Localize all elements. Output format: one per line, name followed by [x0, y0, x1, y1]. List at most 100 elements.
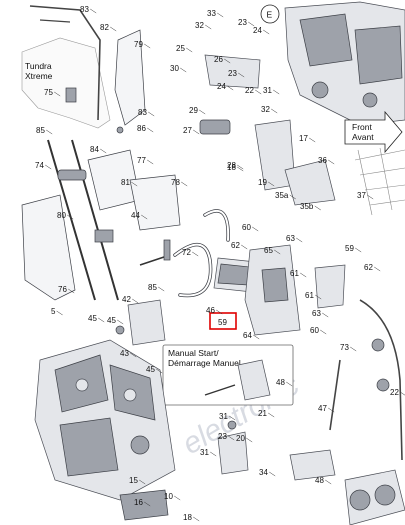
callout-leader — [322, 312, 329, 318]
callout-23[interactable]: 23 — [238, 18, 247, 27]
callout-72[interactable]: 72 — [182, 248, 191, 257]
callout-35b[interactable]: 35b — [300, 202, 314, 211]
detail-marker-label: E — [267, 10, 273, 20]
callout-62[interactable]: 62 — [364, 263, 373, 272]
callout-62[interactable]: 62 — [231, 241, 240, 250]
callout-leader — [144, 501, 151, 507]
callout-78[interactable]: 78 — [171, 178, 180, 187]
callout-63[interactable]: 63 — [312, 309, 321, 318]
highlighted-callout-59[interactable]: 59 — [209, 312, 237, 330]
callout-46[interactable]: 46 — [206, 306, 215, 315]
callout-86[interactable]: 86 — [137, 124, 146, 133]
callout-65[interactable]: 65 — [264, 246, 273, 255]
callout-31[interactable]: 31 — [200, 448, 209, 457]
callout-37[interactable]: 37 — [357, 191, 366, 200]
callout-44[interactable]: 44 — [131, 211, 140, 220]
callout-leader — [216, 309, 223, 315]
callout-31[interactable]: 31 — [263, 86, 272, 95]
callout-24[interactable]: 24 — [217, 82, 226, 91]
callout-22[interactable]: 22 — [390, 388, 399, 397]
bottom-center-parts — [119, 420, 249, 521]
callout-47[interactable]: 47 — [318, 404, 327, 413]
callout-leader — [193, 516, 200, 522]
model-label-xtreme: Xtreme — [25, 71, 53, 81]
exhaust-assembly — [289, 299, 405, 525]
callout-30[interactable]: 30 — [170, 64, 179, 73]
callout-leader — [309, 137, 316, 143]
callout-82[interactable]: 82 — [100, 23, 109, 32]
callout-48[interactable]: 48 — [315, 476, 324, 485]
callout-79[interactable]: 79 — [134, 40, 143, 49]
callout-60[interactable]: 60 — [242, 223, 251, 232]
callout-leader — [229, 415, 236, 421]
callout-leader — [328, 159, 335, 165]
callout-61[interactable]: 61 — [305, 291, 314, 300]
callout-leader — [45, 164, 52, 170]
callout-35a[interactable]: 35a — [275, 191, 289, 200]
callout-59-label: 59 — [218, 318, 227, 327]
callout-leader — [237, 164, 244, 170]
callout-27[interactable]: 27 — [183, 126, 192, 135]
callout-76[interactable]: 76 — [58, 285, 67, 294]
callout-59[interactable]: 59 — [345, 244, 354, 253]
callout-leader — [238, 72, 245, 78]
callout-42[interactable]: 42 — [122, 295, 131, 304]
callout-64[interactable]: 64 — [243, 331, 252, 340]
callout-leader — [54, 91, 61, 97]
callout-23[interactable]: 23 — [228, 69, 237, 78]
callout-17[interactable]: 17 — [299, 134, 308, 143]
callout-5[interactable]: 5 — [51, 307, 56, 316]
callout-31[interactable]: 31 — [219, 412, 228, 421]
callout-32[interactable]: 32 — [195, 21, 204, 30]
callout-leader — [100, 148, 107, 154]
callout-leader — [46, 129, 53, 135]
callout-80[interactable]: 80 — [57, 211, 66, 220]
callout-85[interactable]: 85 — [36, 126, 45, 135]
callout-25[interactable]: 25 — [176, 44, 185, 53]
callout-18[interactable]: 18 — [227, 163, 236, 172]
callout-83[interactable]: 83 — [138, 108, 147, 117]
callout-84[interactable]: 84 — [90, 145, 99, 154]
callout-leader — [158, 286, 165, 292]
front-label: Front — [352, 122, 372, 132]
callout-20[interactable]: 20 — [236, 434, 245, 443]
callout-73[interactable]: 73 — [340, 343, 349, 352]
callout-26[interactable]: 26 — [214, 55, 223, 64]
callout-15[interactable]: 15 — [129, 476, 138, 485]
callout-45[interactable]: 45 — [107, 316, 116, 325]
callout-leader — [147, 127, 154, 133]
callout-24[interactable]: 24 — [253, 26, 262, 35]
callout-28[interactable]: 28 — [227, 161, 236, 170]
callout-77[interactable]: 77 — [137, 156, 146, 165]
callout-19[interactable]: 19 — [258, 178, 267, 187]
callout-45[interactable]: 45 — [146, 365, 155, 374]
callout-leader — [110, 26, 117, 32]
callout-33[interactable]: 33 — [207, 9, 216, 18]
callout-18[interactable]: 18 — [183, 513, 192, 522]
callout-23[interactable]: 23 — [218, 432, 227, 441]
callout-45[interactable]: 45 — [88, 314, 97, 323]
callout-81[interactable]: 81 — [121, 178, 130, 187]
callout-75[interactable]: 75 — [44, 88, 53, 97]
callout-43[interactable]: 43 — [120, 349, 129, 358]
callout-16[interactable]: 16 — [134, 498, 143, 507]
callout-22[interactable]: 22 — [245, 86, 254, 95]
callout-48[interactable]: 48 — [276, 378, 285, 387]
callout-10[interactable]: 10 — [164, 492, 173, 501]
callout-34[interactable]: 34 — [259, 468, 268, 477]
callout-21[interactable]: 21 — [258, 409, 267, 418]
callout-leader — [98, 317, 105, 323]
callout-60[interactable]: 60 — [310, 326, 319, 335]
callout-85[interactable]: 85 — [148, 283, 157, 292]
callout-61[interactable]: 61 — [290, 269, 299, 278]
callout-36[interactable]: 36 — [318, 156, 327, 165]
callout-83[interactable]: 83 — [80, 5, 89, 14]
callout-leader — [181, 181, 188, 187]
manual-start-label-fr: Démarrage Manuel — [168, 358, 241, 368]
callout-29[interactable]: 29 — [189, 106, 198, 115]
callout-leader — [148, 111, 155, 117]
callout-leader — [117, 319, 124, 325]
callout-32[interactable]: 32 — [261, 105, 270, 114]
callout-63[interactable]: 63 — [286, 234, 295, 243]
callout-74[interactable]: 74 — [35, 161, 44, 170]
